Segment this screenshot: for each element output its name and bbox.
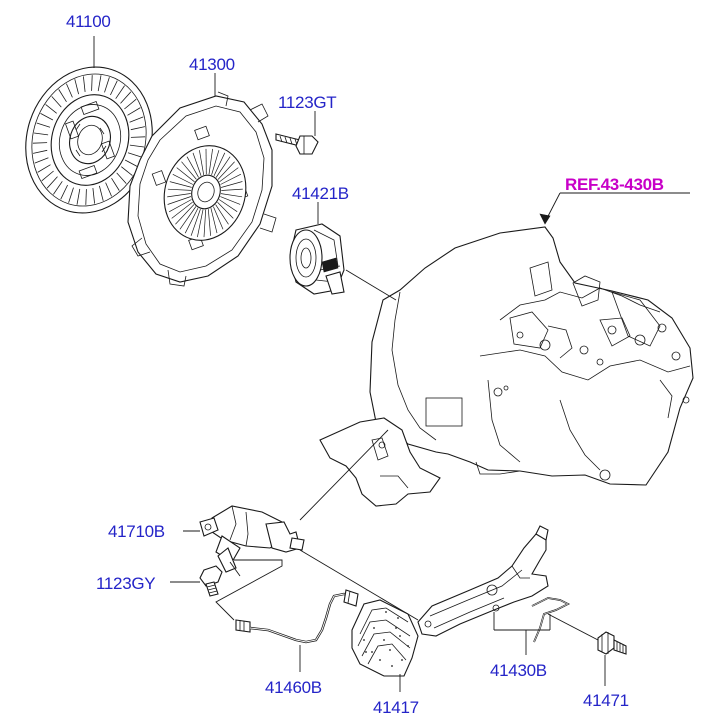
label-41417: 41417 [373, 698, 419, 717]
label-41471: 41471 [583, 691, 629, 710]
boot [351, 599, 419, 677]
label-41300: 41300 [189, 55, 235, 74]
clutch-tube [215, 559, 359, 644]
release-fork [417, 525, 571, 643]
clutch-disc [25, 66, 153, 214]
label-41460b: 41460B [265, 678, 322, 697]
label-1123gy: 1123GY [96, 574, 155, 593]
part-labels: 41100 41300 1123GT 41421B REF.43-430B 41… [66, 12, 664, 717]
label-41430b: 41430B [490, 661, 547, 680]
label-ref-43-430b: REF.43-430B [565, 175, 664, 194]
label-41710b: 41710B [108, 522, 165, 541]
label-41421b: 41421B [292, 184, 349, 203]
clutch-cover [127, 91, 277, 287]
release-bearing [289, 223, 345, 295]
bolt-1123gt [275, 133, 319, 155]
label-1123gt: 1123GT [278, 93, 336, 112]
leader-lines [93, 36, 690, 692]
bolt-1123gy [199, 565, 223, 597]
fork-bolt-41471 [597, 631, 627, 655]
release-cylinder [199, 505, 305, 577]
transaxle-housing [319, 226, 694, 507]
label-41100: 41100 [66, 12, 111, 31]
